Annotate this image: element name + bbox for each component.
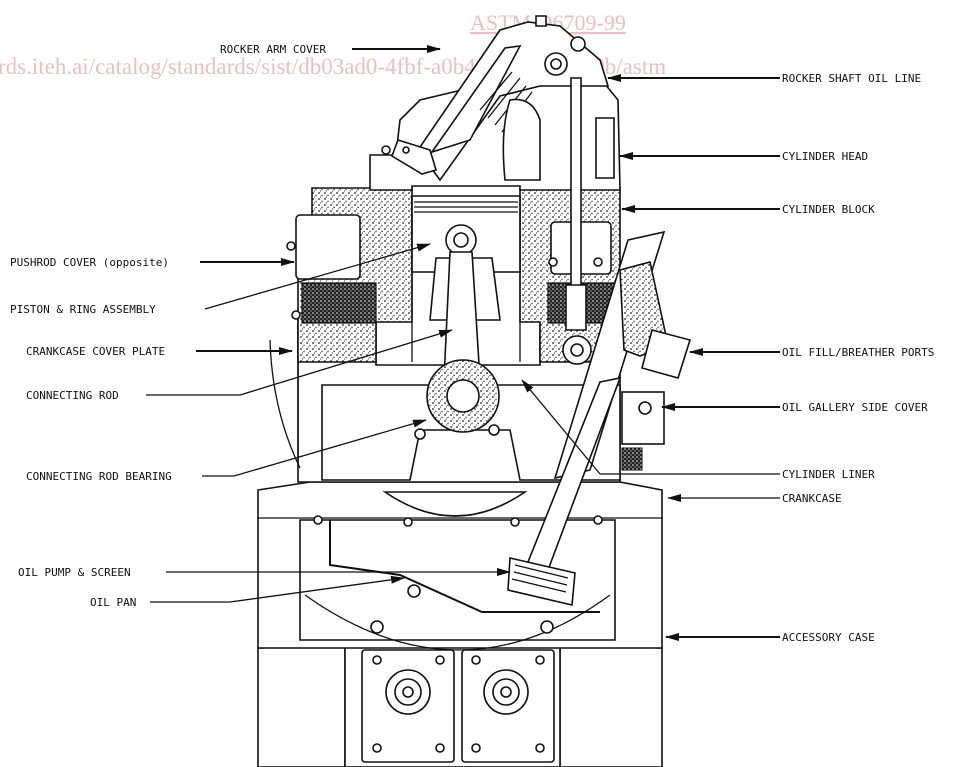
label-pushrod-cover: PUSHROD COVER (opposite)	[10, 256, 169, 269]
label-oil-fill-breather-ports: OIL FILL/BREATHER PORTS	[782, 346, 934, 359]
label-oil-pump-screen: OIL PUMP & SCREEN	[18, 566, 131, 579]
label-connecting-rod: CONNECTING ROD	[26, 389, 119, 402]
label-cylinder-head: CYLINDER HEAD	[782, 150, 868, 163]
engine-illustration	[257, 15, 692, 767]
label-rocker-shaft-oil-line: ROCKER SHAFT OIL LINE	[782, 72, 921, 85]
leader-piston-ring-assembly	[204, 243, 431, 310]
label-connecting-rod-bearing: CONNECTING ROD BEARING	[26, 470, 172, 483]
label-accessory-case: ACCESSORY CASE	[782, 631, 875, 644]
label-crankcase-cover-plate: CRANKCASE COVER PLATE	[26, 345, 165, 358]
label-oil-gallery-side-cover: OIL GALLERY SIDE COVER	[782, 401, 928, 414]
label-piston-ring-assembly: PISTON & RING ASSEMBLY	[10, 303, 156, 316]
label-crankcase: CRANKCASE	[782, 492, 842, 505]
label-cylinder-liner: CYLINDER LINER	[782, 468, 875, 481]
label-rocker-arm-cover: ROCKER ARM COVER	[220, 43, 326, 56]
label-oil-pan: OIL PAN	[90, 596, 136, 609]
label-cylinder-block: CYLINDER BLOCK	[782, 203, 875, 216]
